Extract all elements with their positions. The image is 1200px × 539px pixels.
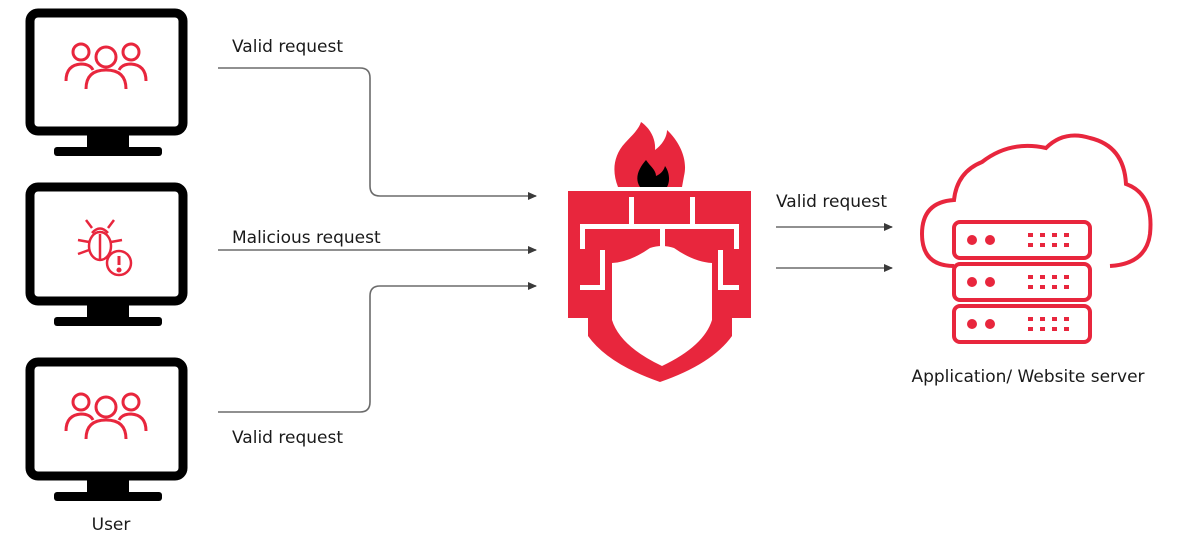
top-request-label: Valid request bbox=[232, 37, 343, 57]
cloud-server-icon bbox=[919, 133, 1153, 344]
monitor-bottom bbox=[25, 357, 188, 501]
middle-request-label: Malicious request bbox=[232, 228, 381, 248]
connectors bbox=[218, 67, 893, 413]
monitor-middle bbox=[25, 182, 188, 326]
bug-warning-icon bbox=[77, 219, 133, 277]
users-icon bbox=[64, 42, 148, 91]
bottom-connector bbox=[218, 282, 537, 413]
firewall-shield-icon: vWAF bbox=[568, 122, 751, 382]
bottom-request-label: Valid request bbox=[232, 428, 343, 448]
server-label: Application/ Website server bbox=[911, 367, 1144, 387]
user-label: User bbox=[92, 515, 131, 535]
output-request-label: Valid request bbox=[776, 192, 887, 212]
monitor-top bbox=[25, 8, 188, 156]
firewall-label: vWAF bbox=[631, 282, 692, 307]
users-icon bbox=[64, 392, 148, 441]
top-connector bbox=[218, 67, 537, 200]
server-rack bbox=[952, 220, 1092, 344]
